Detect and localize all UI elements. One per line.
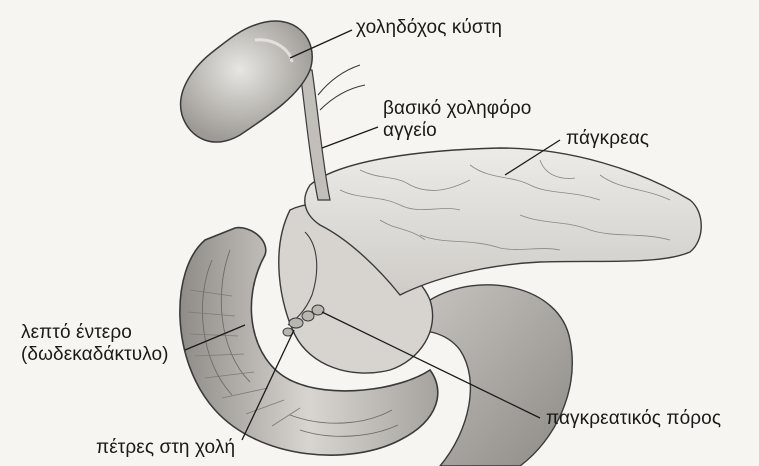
label-intestine-line1: λεπτό έντερο: [21, 322, 169, 344]
gallbladder-shape: [181, 21, 313, 142]
label-bile-duct-line2: αγγείο: [383, 120, 531, 142]
label-bile-duct: βασικό χοληφόρο αγγείο: [383, 98, 531, 142]
label-pancreatic-duct: παγκρεατικός πόρος: [546, 408, 721, 430]
label-intestine-line2: (δωδεκαδάκτυλο): [21, 344, 169, 366]
label-pancreas: πάγκρεας: [566, 128, 649, 150]
label-bile-duct-line1: βασικό χοληφόρο: [383, 98, 531, 120]
label-gallbladder: χοληδόχος κύστη: [356, 17, 502, 39]
label-gallstones: πέτρες στη χολή: [96, 437, 235, 459]
bile-duct-shape: [300, 70, 330, 200]
label-small-intestine: λεπτό έντερο (δωδεκαδάκτυλο): [21, 322, 169, 366]
